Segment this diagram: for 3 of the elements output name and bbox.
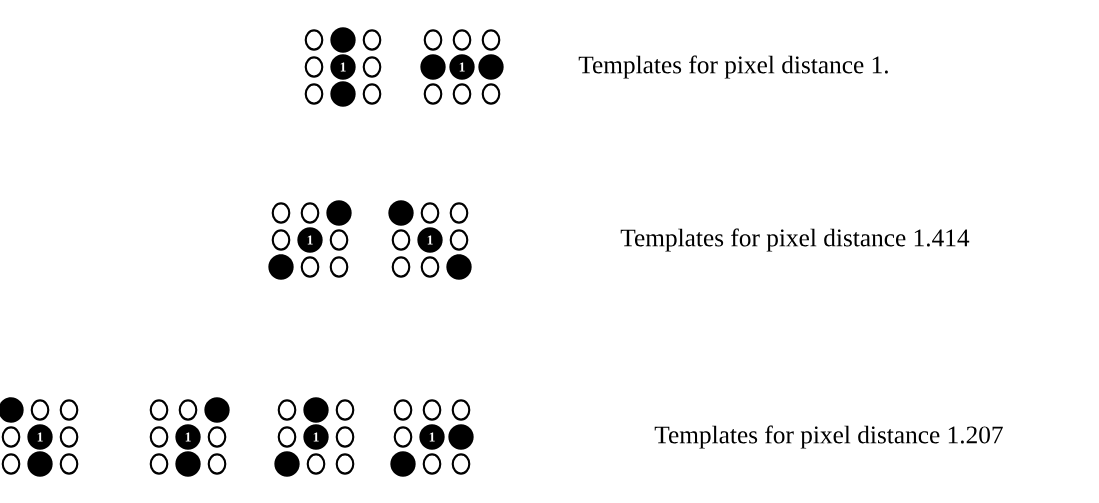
template-caption: Templates for pixel distance 1. [578,55,888,79]
template-caption: Templates for pixel distance 1.414 [620,228,970,252]
template-caption: Templates for pixel distance 1.207 [654,425,1003,449]
